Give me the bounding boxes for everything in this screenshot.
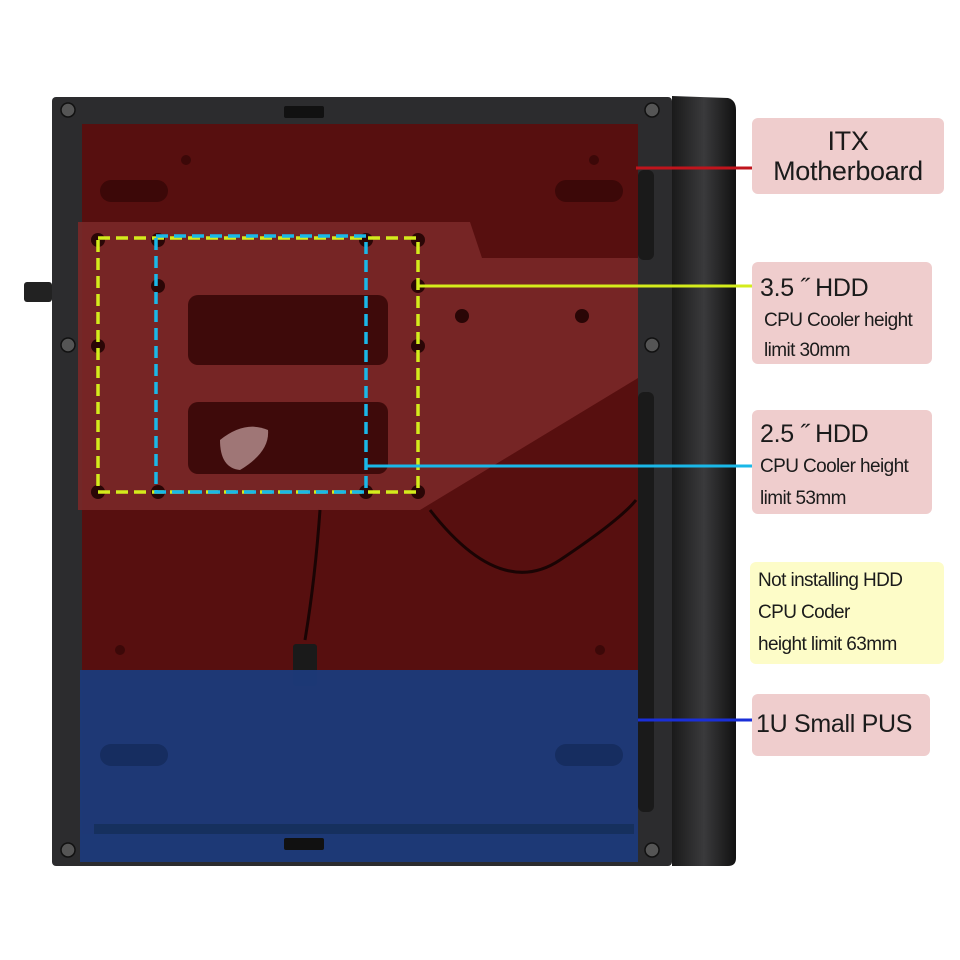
itx-label: ITX Motherboard: [752, 118, 944, 194]
side-latch: [24, 282, 52, 302]
cable-bundle: [220, 426, 269, 470]
hdd25-label-sub2: limit 53mm: [760, 488, 846, 509]
psu-label: 1U Small PUS: [752, 694, 930, 756]
hdd25-outline: [154, 234, 368, 494]
no-hdd-label: Not installing HDD CPU Coder height limi…: [750, 562, 944, 664]
frame-screws: [60, 102, 660, 858]
bracket-cutout-top: [188, 295, 388, 365]
psu-vent-slots: [100, 744, 623, 766]
hdd25-label-title: 2.5 ˝ HDD: [760, 420, 869, 448]
top-latch: [284, 106, 324, 118]
right-rail-bottom: [638, 392, 654, 812]
power-cable: [303, 509, 322, 641]
right-rail-top: [638, 170, 654, 260]
itx-label-line1: ITX: [827, 126, 869, 156]
vent-slots: [100, 155, 623, 655]
bottom-latch: [284, 838, 324, 850]
itx-label-line2: Motherboard: [773, 156, 923, 186]
hdd35-label: 3.5 ˝ HDD CPU Cooler height limit 30mm: [752, 262, 932, 364]
no-hdd-label-line2: CPU Coder: [758, 602, 850, 623]
psu-label-title: 1U Small PUS: [756, 710, 913, 738]
no-hdd-label-line1: Not installing HDD: [758, 570, 903, 591]
psu-bottom-vents: [94, 824, 634, 834]
no-hdd-label-line3: height limit 63mm: [758, 634, 897, 655]
hdd25-label-sub1: CPU Cooler height: [760, 456, 909, 477]
hdd35-label-sub2: limit 30mm: [764, 340, 850, 361]
hdd35-label-sub1: CPU Cooler height: [764, 310, 913, 331]
case-side-panel: [672, 96, 736, 866]
bracket-cutout-bottom: [188, 402, 388, 474]
hdd35-label-title: 3.5 ˝ HDD: [760, 274, 869, 302]
hdd25-label: 2.5 ˝ HDD CPU Cooler height limit 53mm: [752, 410, 932, 514]
power-cable-2: [428, 499, 638, 574]
